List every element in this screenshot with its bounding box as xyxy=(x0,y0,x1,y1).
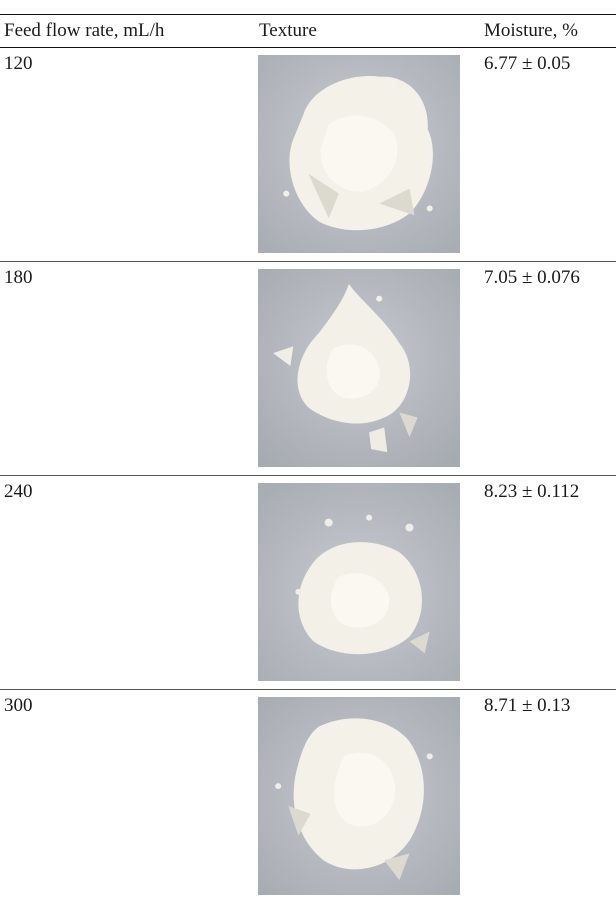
powder-texture-image xyxy=(258,269,460,467)
flow-rate-cell: 240 xyxy=(4,481,33,502)
moisture-cell: 7.05 ± 0.076 xyxy=(484,267,580,288)
powder-texture-image xyxy=(258,55,460,253)
flow-rate-cell: 300 xyxy=(4,695,33,716)
flow-rate-cell: 180 xyxy=(4,267,33,288)
header-texture: Texture xyxy=(259,20,317,41)
moisture-cell: 8.71 ± 0.13 xyxy=(484,695,571,716)
table-row: 300 8.71 ± 0.13 xyxy=(0,690,616,903)
table-row: 240 8.23 ± 0.112 xyxy=(0,476,616,690)
table-row: 120 6.77 ± 0.05 xyxy=(0,48,616,262)
powder-texture-image xyxy=(258,483,460,681)
moisture-cell: 6.77 ± 0.05 xyxy=(484,53,571,74)
table-header: Feed flow rate, mL/h Texture Moisture, % xyxy=(0,14,616,48)
powder-texture-image xyxy=(258,697,460,895)
moisture-cell: 8.23 ± 0.112 xyxy=(484,481,580,502)
data-table: Feed flow rate, mL/h Texture Moisture, %… xyxy=(0,14,616,903)
flow-rate-cell: 120 xyxy=(4,53,33,74)
header-feed-flow-rate: Feed flow rate, mL/h xyxy=(4,20,165,41)
header-moisture: Moisture, % xyxy=(484,20,578,41)
table-row: 180 7.05 ± 0.076 xyxy=(0,262,616,476)
